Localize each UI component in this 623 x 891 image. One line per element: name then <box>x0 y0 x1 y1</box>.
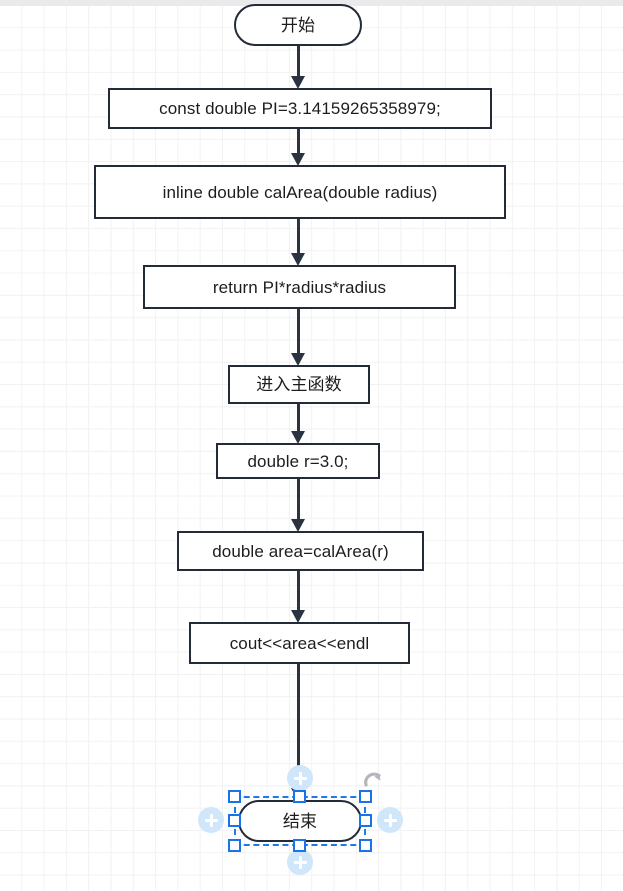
flow-node-label: 进入主函数 <box>256 375 342 394</box>
flow-node-n4[interactable]: return PI*radius*radius <box>143 265 456 309</box>
handle-bottom-center[interactable] <box>293 839 306 852</box>
flow-node-label: cout<<area<<endl <box>229 633 370 653</box>
add-node-left[interactable] <box>198 807 224 833</box>
arrowhead-icon <box>291 253 305 266</box>
handle-middle-right[interactable] <box>359 814 372 827</box>
flow-node-n8[interactable]: cout<<area<<endl <box>189 622 410 664</box>
arrowhead-icon <box>291 610 305 623</box>
flow-node-label: 结束 <box>282 811 318 831</box>
arrowhead-icon <box>291 519 305 532</box>
flow-node-label: double area=calArea(r) <box>212 541 389 561</box>
handle-bottom-left[interactable] <box>228 839 241 852</box>
flow-node-label: inline double calArea(double radius) <box>162 182 438 202</box>
flow-node-label: 开始 <box>280 15 316 35</box>
add-node-top[interactable] <box>287 765 313 791</box>
connector-n8-n9[interactable] <box>297 664 300 789</box>
connector-n6-n7[interactable] <box>297 479 300 520</box>
handle-top-right[interactable] <box>359 790 372 803</box>
arrowhead-icon <box>291 353 305 366</box>
top-toolbar-strip <box>0 0 623 6</box>
flow-node-n2[interactable]: const double PI=3.14159265358979; <box>108 88 492 129</box>
flow-node-label: return PI*radius*radius <box>212 277 387 297</box>
add-node-right[interactable] <box>377 807 403 833</box>
connector-n2-n3[interactable] <box>297 129 300 154</box>
handle-top-center[interactable] <box>293 790 306 803</box>
flow-node-label: double r=3.0; <box>247 451 349 471</box>
handle-bottom-right[interactable] <box>359 839 372 852</box>
flow-node-n1[interactable]: 开始 <box>234 4 362 46</box>
add-node-bottom[interactable] <box>287 849 313 875</box>
arrowhead-icon <box>291 153 305 166</box>
arrowhead-icon <box>291 431 305 444</box>
flow-node-label: const double PI=3.14159265358979; <box>159 99 441 118</box>
handle-top-left[interactable] <box>228 790 241 803</box>
flow-node-n5[interactable]: 进入主函数 <box>228 365 370 404</box>
connector-n5-n6[interactable] <box>297 404 300 432</box>
arrowhead-icon <box>291 76 305 89</box>
connector-n7-n8[interactable] <box>297 571 300 611</box>
rotate-handle[interactable] <box>361 768 387 794</box>
flow-node-n9[interactable]: 结束 <box>238 800 362 842</box>
rotate-icon <box>364 772 381 787</box>
connector-n1-n2[interactable] <box>297 46 300 77</box>
flow-node-n7[interactable]: double area=calArea(r) <box>177 531 424 571</box>
connector-n4-n5[interactable] <box>297 309 300 354</box>
flow-node-n3[interactable]: inline double calArea(double radius) <box>94 165 506 219</box>
connector-n3-n4[interactable] <box>297 219 300 254</box>
handle-middle-left[interactable] <box>228 814 241 827</box>
flow-node-n6[interactable]: double r=3.0; <box>216 443 380 479</box>
